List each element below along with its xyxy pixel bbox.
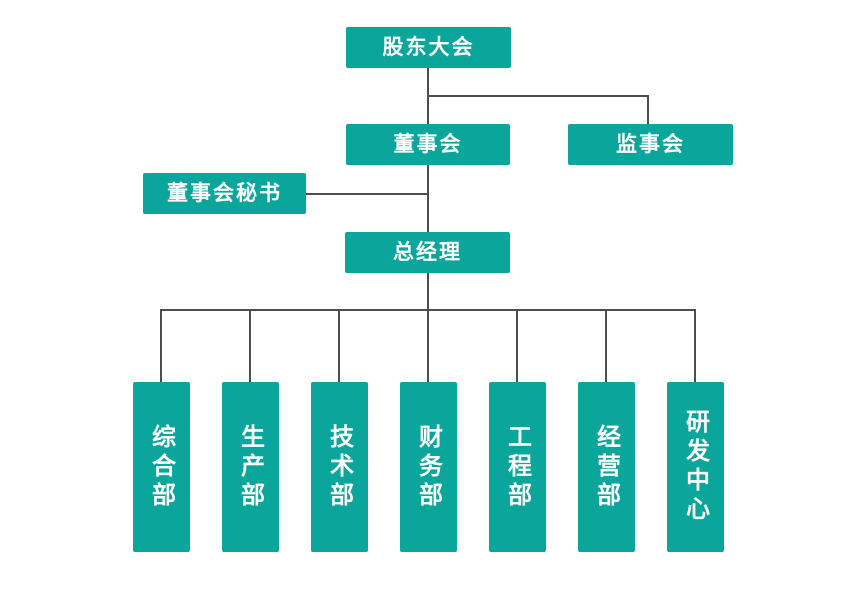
node-dept-technology[interactable]: 技术部 [311,382,368,552]
node-dept-general-affairs[interactable]: 综合部 [133,382,190,552]
connector-board-gm [427,165,429,232]
node-board-secretary[interactable]: 董事会秘书 [143,173,306,214]
node-shareholders-meeting[interactable]: 股东大会 [346,27,511,68]
node-label: 研发中心 [681,409,710,525]
node-dept-engineering[interactable]: 工程部 [489,382,546,552]
node-label: 总经理 [393,240,462,264]
node-dept-operations[interactable]: 经营部 [578,382,635,552]
connector-dept-drop [160,310,162,382]
connector-dept-drop [338,310,340,382]
node-label: 监事会 [616,132,685,156]
node-label: 董事会 [393,132,463,156]
connector-dept-drop [516,310,518,382]
connector-branch-supervisory [427,95,649,97]
node-rd-center[interactable]: 研发中心 [667,382,724,552]
node-label: 生产部 [236,423,265,511]
node-board-of-directors[interactable]: 董事会 [346,124,510,165]
node-label: 工程部 [503,423,532,511]
node-label: 股东大会 [382,35,475,59]
node-general-manager[interactable]: 总经理 [345,232,510,273]
connector-secretary-trunk [306,193,429,195]
node-label: 董事会秘书 [167,181,282,205]
node-dept-production[interactable]: 生产部 [222,382,279,552]
node-label: 经营部 [592,423,621,511]
connector-dept-drop [694,310,696,382]
connector-dept-drop [249,310,251,382]
node-supervisory-board[interactable]: 监事会 [568,124,733,165]
connector-dept-drop [605,310,607,382]
node-label: 财务部 [414,423,443,511]
connector-gm-fanbar [427,273,429,310]
connector-supervisory-drop [647,95,649,124]
connector-dept-drop [427,310,429,382]
node-label: 技术部 [325,423,354,511]
node-dept-finance[interactable]: 财务部 [400,382,457,552]
node-label: 综合部 [147,423,176,511]
